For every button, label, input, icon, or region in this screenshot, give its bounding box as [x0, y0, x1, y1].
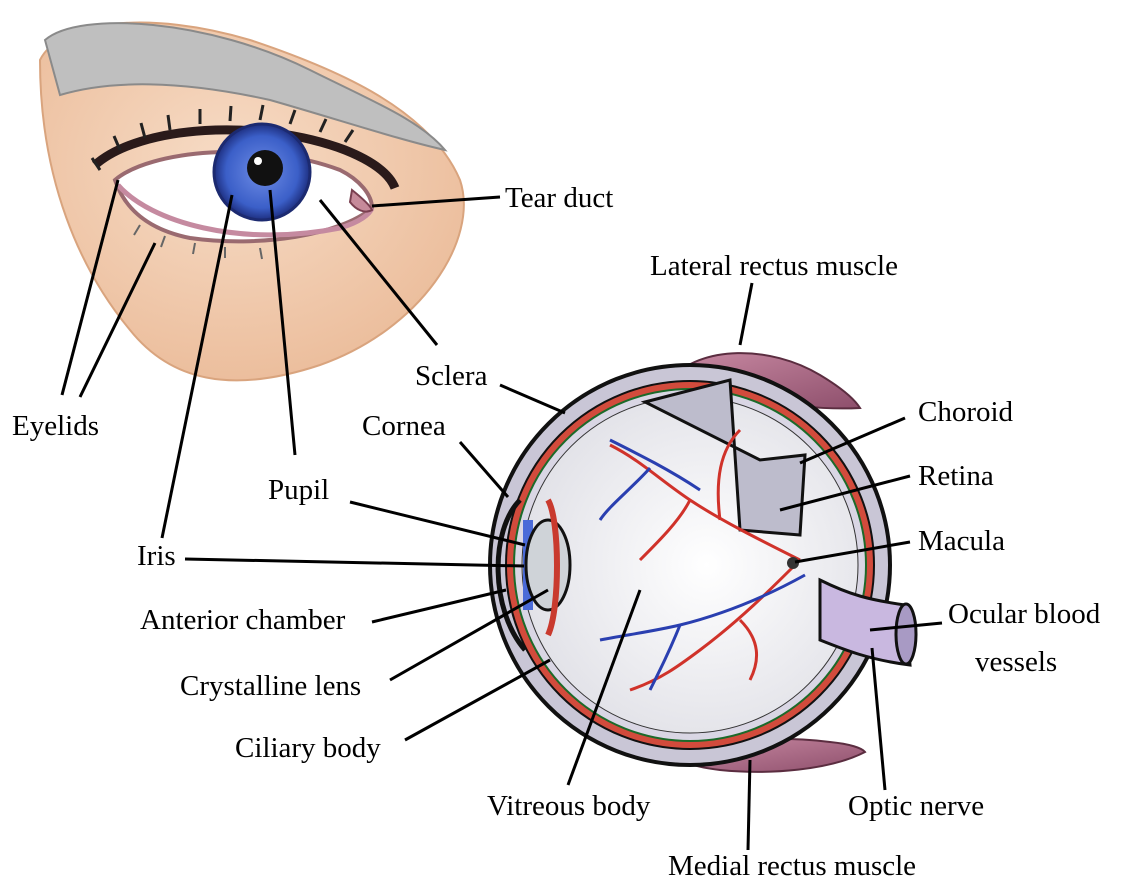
- leader-cornea: [460, 442, 508, 497]
- label-sclera: Sclera: [415, 362, 487, 391]
- leader-lateral-rectus: [740, 283, 752, 345]
- label-ocular-blood: Ocular blood: [948, 600, 1100, 629]
- label-cornea: Cornea: [362, 412, 446, 441]
- leader-optic-nerve: [872, 648, 885, 790]
- vitreous-body-shape: [522, 397, 858, 733]
- label-iris: Iris: [137, 542, 176, 571]
- label-lateral-rectus-muscle: Lateral rectus muscle: [650, 252, 898, 281]
- label-vitreous-body: Vitreous body: [487, 792, 650, 821]
- optic-nerve-end: [896, 604, 916, 664]
- label-choroid: Choroid: [918, 398, 1013, 427]
- label-pupil: Pupil: [268, 476, 329, 505]
- leader-iris-int: [185, 559, 524, 566]
- label-macula: Macula: [918, 527, 1005, 556]
- external-eye: [40, 23, 464, 381]
- label-retina: Retina: [918, 462, 994, 491]
- label-eyelids: Eyelids: [12, 412, 99, 441]
- leader-medial-rectus: [748, 760, 750, 850]
- leader-anterior-chamber: [372, 590, 506, 622]
- crystalline-lens-shape: [526, 520, 570, 610]
- label-crystalline-lens: Crystalline lens: [180, 672, 361, 701]
- leader-ciliary-body: [405, 660, 550, 740]
- label-tear-duct: Tear duct: [505, 184, 613, 213]
- label-anterior-chamber: Anterior chamber: [140, 606, 345, 635]
- pupil-external: [247, 150, 283, 186]
- leader-sclera-int: [500, 385, 565, 413]
- label-ciliary-body: Ciliary body: [235, 734, 381, 763]
- label-optic-nerve: Optic nerve: [848, 792, 984, 821]
- cross-section-eye: [490, 353, 916, 772]
- label-vessels: vessels: [975, 648, 1057, 677]
- label-medial-rectus-muscle: Medial rectus muscle: [668, 852, 916, 881]
- pupil-highlight: [254, 157, 262, 165]
